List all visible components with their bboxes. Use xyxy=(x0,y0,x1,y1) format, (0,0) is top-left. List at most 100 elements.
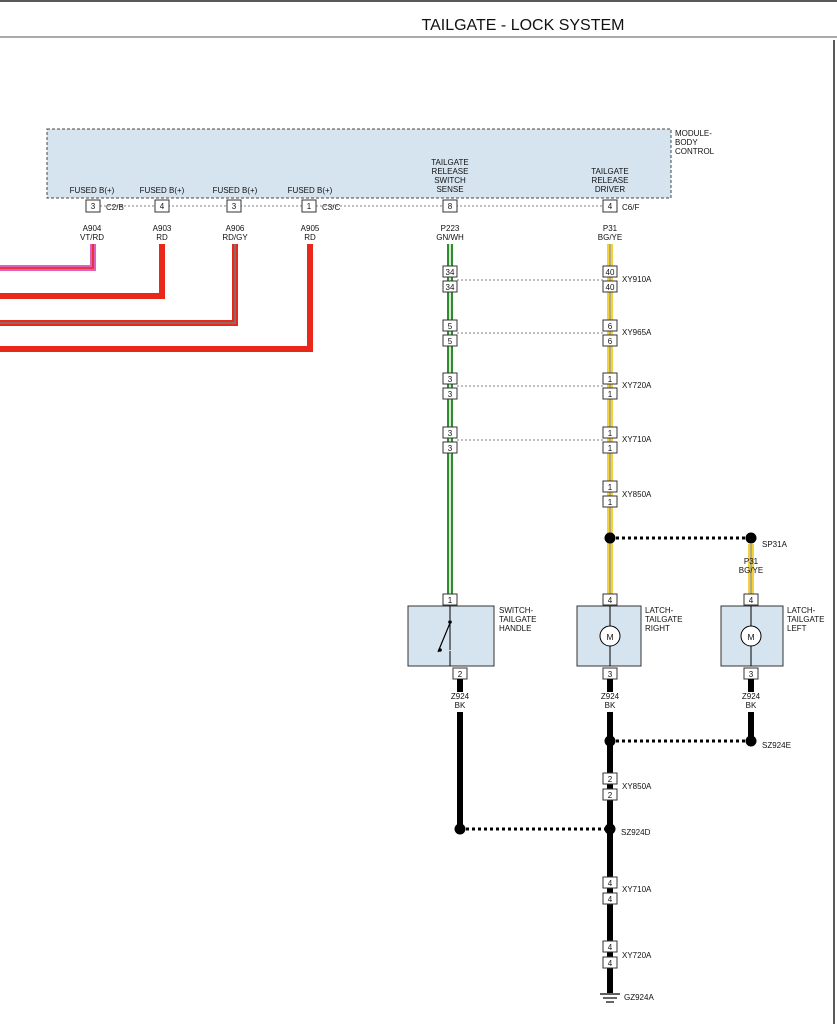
ground-label: GZ924A xyxy=(624,993,654,1002)
svg-text:5: 5 xyxy=(448,337,453,346)
latch-right-label-2: TAILGATE xyxy=(645,615,683,624)
switch-label-2: TAILGATE xyxy=(499,615,537,624)
inline-connector-xy720a-lower-label: XY720A xyxy=(622,951,652,960)
svg-text:1: 1 xyxy=(608,390,613,399)
wire-label-z924-right-color: BK xyxy=(605,701,616,710)
svg-text:1: 1 xyxy=(608,498,613,507)
pin-label-fused-4: FUSED B(+) xyxy=(288,186,333,195)
inline-connector-xy720a-lower: 4 4 XY720A xyxy=(602,940,652,969)
svg-text:6: 6 xyxy=(608,337,613,346)
module-pin-a904: 3 xyxy=(85,199,101,213)
svg-text:40: 40 xyxy=(606,283,615,292)
driver-label-2: RELEASE xyxy=(592,176,629,185)
module-pin-a905: 1 xyxy=(301,199,317,213)
module-label-1: MODULE- xyxy=(675,129,712,138)
inline-connector-xy965a: 5 5 6 6 XY965A xyxy=(442,319,652,347)
svg-text:4: 4 xyxy=(608,959,613,968)
switch-pin-2: 2 xyxy=(452,667,468,680)
svg-text:6: 6 xyxy=(608,322,613,331)
svg-text:M: M xyxy=(747,632,754,642)
wire-label-z924-right-id: Z924 xyxy=(601,692,620,701)
wire-label-z924-switch-color: BK xyxy=(455,701,466,710)
svg-text:34: 34 xyxy=(446,268,455,277)
svg-text:3: 3 xyxy=(448,375,453,384)
wire-label-p223-color: GN/WH xyxy=(436,233,464,242)
switch-pin-1: 1 xyxy=(442,593,458,606)
latch-left-pin-4: 4 xyxy=(743,593,759,606)
svg-text:1: 1 xyxy=(608,375,613,384)
inline-connector-xy850a-upper-label: XY850A xyxy=(622,490,652,499)
svg-text:M: M xyxy=(606,632,613,642)
inline-connector-xy850a-lower: 2 2 XY850A xyxy=(602,772,652,801)
page-title: TAILGATE - LOCK SYSTEM xyxy=(422,17,625,34)
svg-text:3: 3 xyxy=(232,202,237,211)
pin-label-fused-3: FUSED B(+) xyxy=(213,186,258,195)
svg-text:40: 40 xyxy=(606,268,615,277)
module-body-control xyxy=(46,128,672,199)
svg-text:4: 4 xyxy=(608,879,613,888)
sense-label-2: RELEASE xyxy=(432,167,469,176)
inline-connector-xy965a-label: XY965A xyxy=(622,328,652,337)
inline-connector-xy710a: 3 3 1 1 XY710A xyxy=(442,426,652,454)
svg-text:3: 3 xyxy=(91,202,96,211)
sense-label-3: SWITCH xyxy=(434,176,466,185)
wire-label-p31-id: P31 xyxy=(603,224,618,233)
svg-text:1: 1 xyxy=(608,483,613,492)
svg-text:3: 3 xyxy=(448,444,453,453)
splice-sz924d-label: SZ924D xyxy=(621,828,651,837)
svg-text:1: 1 xyxy=(448,596,453,605)
inline-connector-xy910a: 34 34 40 40 XY910A xyxy=(442,265,652,293)
module-pin-a906: 3 xyxy=(226,199,242,213)
module-label-2: BODY xyxy=(675,138,698,147)
wire-a906 xyxy=(0,244,238,326)
inline-connector-xy910a-label: XY910A xyxy=(622,275,652,284)
wire-label-p223-id: P223 xyxy=(441,224,460,233)
wire-label-a903-color: RD xyxy=(156,233,168,242)
svg-text:4: 4 xyxy=(749,596,754,605)
inline-connector-xy850a-lower-label: XY850A xyxy=(622,782,652,791)
inline-connector-xy850a-upper: 1 1 XY850A xyxy=(602,480,652,508)
connector-c3c: C3/C xyxy=(322,203,340,212)
switch-tailgate-handle xyxy=(407,605,495,667)
pin-label-fused-2: FUSED B(+) xyxy=(140,186,185,195)
switch-label-1: SWITCH- xyxy=(499,606,534,615)
latch-tailgate-left: M xyxy=(720,605,784,667)
splice-sz924d: SZ924D xyxy=(454,823,651,837)
inline-connector-xy710a-lower-label: XY710A xyxy=(622,885,652,894)
wire-label-p31b-id: P31 xyxy=(744,557,759,566)
wire-label-a904-color: VT/RD xyxy=(80,233,104,242)
latch-right-pin-4: 4 xyxy=(602,593,618,606)
svg-text:3: 3 xyxy=(448,390,453,399)
inline-connector-xy720a-label: XY720A xyxy=(622,381,652,390)
wire-label-z924-left-color: BK xyxy=(746,701,757,710)
sense-label-4: SENSE xyxy=(436,185,463,194)
latch-tailgate-right: M xyxy=(576,605,642,667)
driver-label-1: TAILGATE xyxy=(591,167,629,176)
svg-text:3: 3 xyxy=(448,429,453,438)
wire-label-p31b-color: BG/YE xyxy=(739,566,763,575)
wire-a903 xyxy=(0,244,165,299)
svg-text:34: 34 xyxy=(446,283,455,292)
wire-label-p31-color: BG/YE xyxy=(598,233,622,242)
latch-left-label-3: LEFT xyxy=(787,624,807,633)
switch-label-3: HANDLE xyxy=(499,624,531,633)
svg-text:1: 1 xyxy=(608,444,613,453)
inline-connector-xy720a: 3 3 1 1 XY720A xyxy=(442,372,652,400)
wire-a905 xyxy=(0,244,313,352)
latch-right-label-3: RIGHT xyxy=(645,624,670,633)
wire-label-a906-id: A906 xyxy=(226,224,245,233)
latch-right-label-1: LATCH- xyxy=(645,606,674,615)
splice-sp31a-label: SP31A xyxy=(762,540,788,549)
inline-connector-xy710a-lower: 4 4 XY710A xyxy=(602,876,652,905)
module-pin-p223: 8 xyxy=(442,199,458,213)
sense-label-1: TAILGATE xyxy=(431,158,469,167)
splice-sz924e: SZ924E xyxy=(604,735,791,750)
inline-connector-xy710a-label: XY710A xyxy=(622,435,652,444)
svg-text:2: 2 xyxy=(608,791,613,800)
latch-left-pin-3: 3 xyxy=(743,667,759,680)
wire-label-a905-id: A905 xyxy=(301,224,320,233)
module-label-3: CONTROL xyxy=(675,147,715,156)
wire-label-a904-id: A904 xyxy=(83,224,102,233)
latch-left-label-2: TAILGATE xyxy=(787,615,825,624)
wire-label-z924-left-id: Z924 xyxy=(742,692,761,701)
